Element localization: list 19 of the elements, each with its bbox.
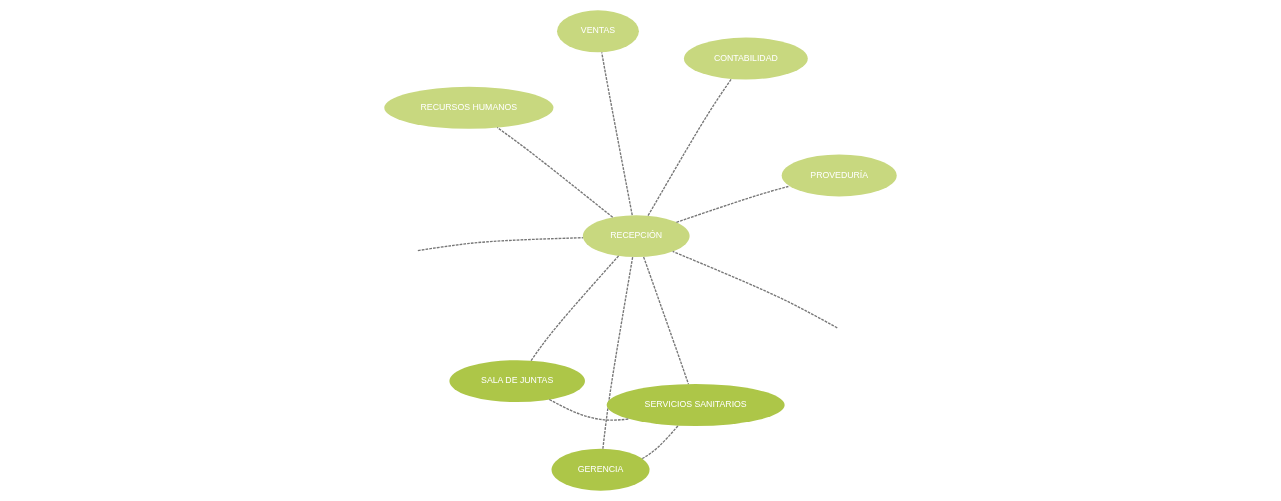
connector bbox=[672, 250, 838, 329]
node-ellipse: GERENCIA bbox=[551, 448, 650, 491]
connector bbox=[642, 256, 690, 385]
connector bbox=[602, 256, 634, 450]
node-ellipse: SERVICIOS SANITARIOS bbox=[606, 384, 785, 426]
connector bbox=[601, 51, 633, 216]
connector bbox=[496, 126, 614, 218]
connector bbox=[417, 237, 584, 252]
connector bbox=[548, 398, 630, 421]
node-ellipse: VENTAS bbox=[557, 10, 639, 53]
connector bbox=[647, 78, 733, 217]
connector bbox=[675, 185, 791, 224]
node-ellipse: PROVEDURÍA bbox=[781, 154, 897, 197]
connector bbox=[641, 424, 679, 460]
node-ellipse: SALA DE JUNTAS bbox=[449, 360, 585, 403]
node-ellipse: RECURSOS HUMANOS bbox=[384, 86, 554, 129]
connector bbox=[530, 255, 620, 362]
node-ellipse: CONTABILIDAD bbox=[683, 37, 808, 80]
node-ellipse: RECEPCIÓN bbox=[582, 215, 690, 258]
